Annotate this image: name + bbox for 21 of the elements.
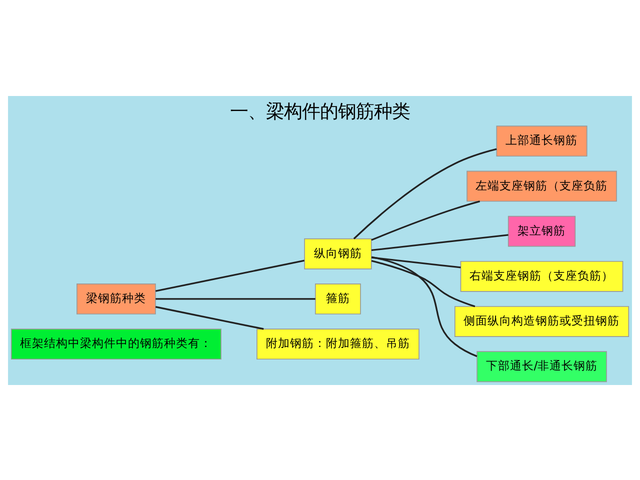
connector <box>371 234 508 251</box>
node-box: 框架结构中梁构件中的钢筋种类有： <box>10 328 222 360</box>
node-box: 架立钢筋 <box>508 215 576 246</box>
node-box: 右端支座钢筋（支座负筋） <box>460 260 624 292</box>
connector <box>353 148 497 239</box>
node-box: 侧面纵向构造钢筋或受扭钢筋 <box>454 306 630 336</box>
connector <box>155 306 264 330</box>
connector <box>156 298 316 300</box>
connector <box>155 259 304 292</box>
connector <box>371 200 480 240</box>
node-box: 左端支座钢筋（支座负筋 <box>466 170 617 202</box>
connector <box>371 260 476 307</box>
node-box: 下部通长/非通长钢筋 <box>476 350 607 382</box>
node-box: 箍筋 <box>314 283 361 314</box>
node-box: 附加钢筋：附加箍筋、吊筋 <box>256 328 420 360</box>
connector <box>371 256 461 268</box>
diagram-title: 一、梁构件的钢筋种类 <box>230 100 410 122</box>
node-box: 梁钢筋种类 <box>76 283 156 314</box>
node-box: 纵向钢筋 <box>304 238 372 269</box>
connector <box>371 256 478 357</box>
node-box: 上部通长钢筋 <box>496 125 588 156</box>
